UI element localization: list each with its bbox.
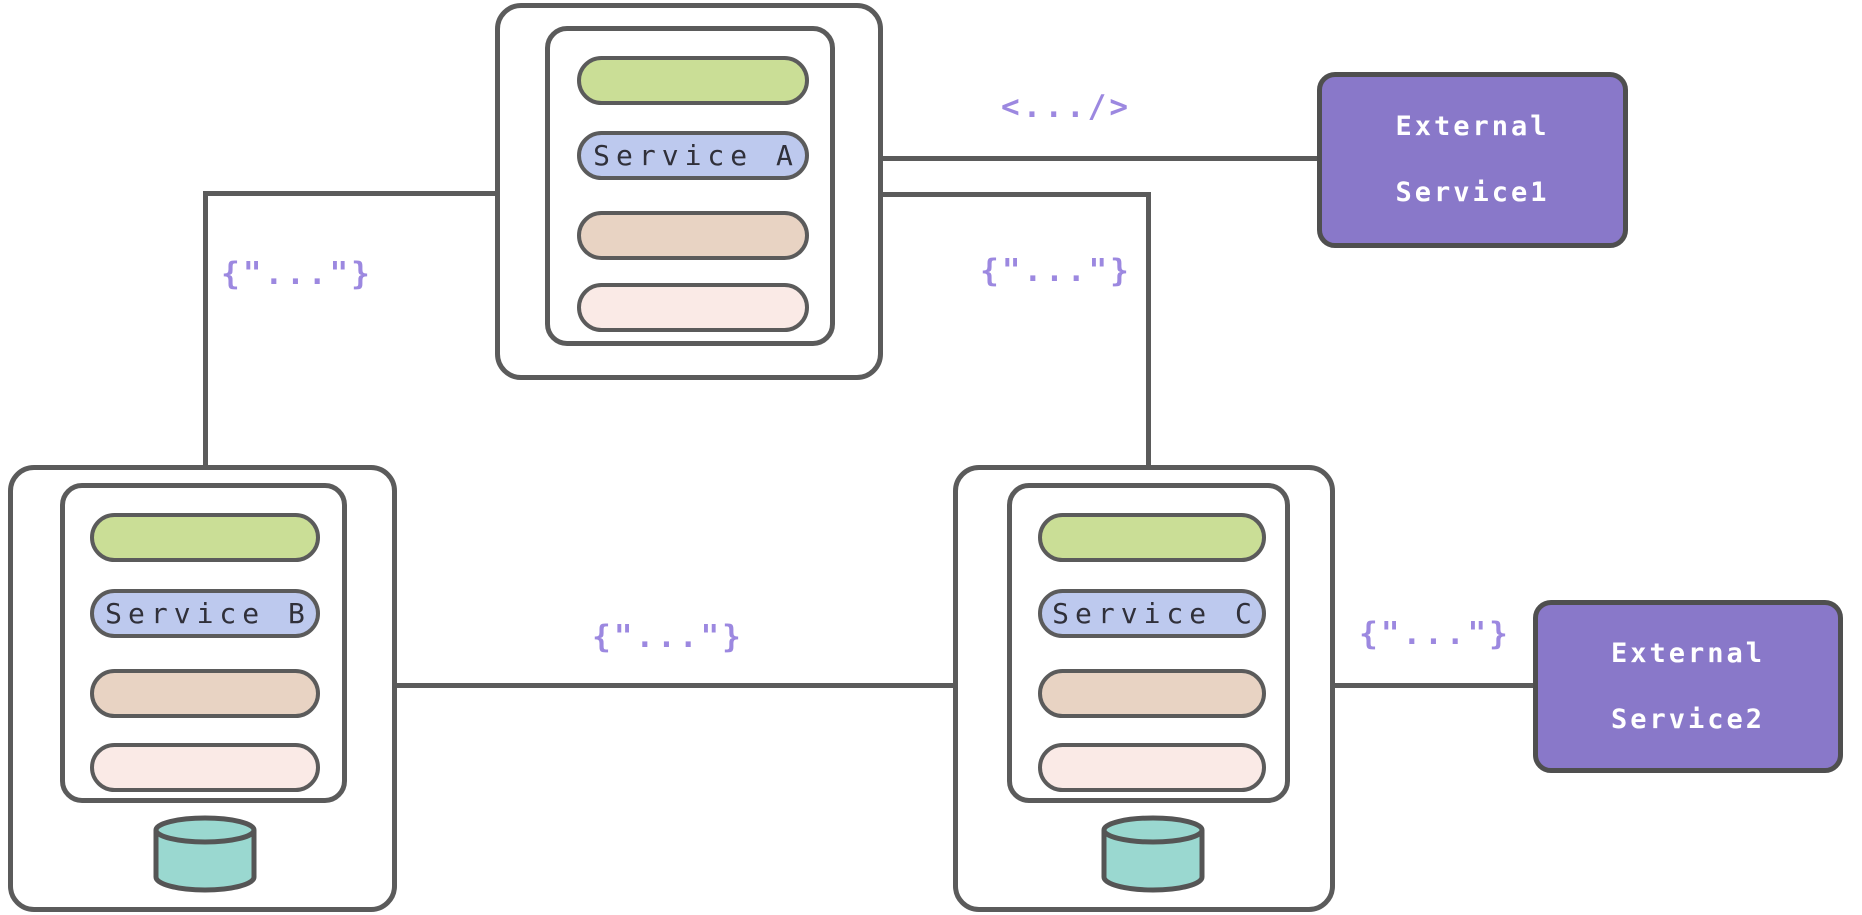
external-service2-line2: Service2: [1610, 703, 1766, 735]
service-b-label-pill: Service B: [90, 589, 320, 638]
service-b-container: Service B: [60, 483, 347, 803]
database-icon: [153, 815, 257, 893]
service-b-node: Service B: [8, 465, 397, 912]
edge-a-external1: [883, 156, 1319, 161]
edge-a-b-horizontal: [203, 191, 497, 196]
edge-label-json-b-c: {"..."}: [592, 619, 744, 655]
service-c-pill-tan: [1038, 669, 1266, 718]
service-a-container: Service A: [545, 26, 835, 346]
external-service1-line1: External: [1395, 111, 1550, 142]
database-icon: [1101, 815, 1205, 893]
service-a-pill-pink: [577, 283, 809, 332]
edge-label-xml-a-external1: <.../>: [1001, 89, 1131, 125]
service-b-pill-tan: [90, 669, 320, 718]
service-b-label: Service B: [105, 597, 311, 630]
service-c-label: Service C: [1052, 597, 1258, 630]
service-c-pill-green: [1038, 513, 1266, 562]
service-a-pill-green: [577, 56, 809, 105]
edge-a-b-vertical: [203, 191, 208, 467]
service-b-pill-pink: [90, 743, 320, 792]
service-a-node: Service A: [495, 3, 883, 380]
service-c-container: Service C: [1007, 483, 1290, 803]
edge-c-external2: [1333, 683, 1535, 688]
external-service2-line1: External: [1610, 637, 1766, 669]
external-service1-node: External Service1: [1317, 72, 1628, 248]
service-c-pill-pink: [1038, 743, 1266, 792]
edge-label-json-c-external2: {"..."}: [1359, 616, 1511, 652]
edge-label-json-a-c: {"..."}: [980, 253, 1132, 289]
external-service2-node: External Service2: [1533, 600, 1843, 773]
service-c-label-pill: Service C: [1038, 589, 1266, 638]
service-b-pill-green: [90, 513, 320, 562]
edge-a-c-horizontal: [883, 192, 1151, 197]
external-service1-line2: Service1: [1395, 177, 1550, 208]
service-a-pill-tan: [577, 211, 809, 260]
edge-a-c-vertical: [1146, 192, 1151, 467]
edge-b-c: [395, 683, 955, 688]
service-a-label-pill: Service A: [577, 131, 809, 180]
edge-label-json-a-b: {"..."}: [221, 256, 373, 292]
service-a-label: Service A: [593, 139, 799, 172]
service-c-node: Service C: [953, 465, 1335, 912]
